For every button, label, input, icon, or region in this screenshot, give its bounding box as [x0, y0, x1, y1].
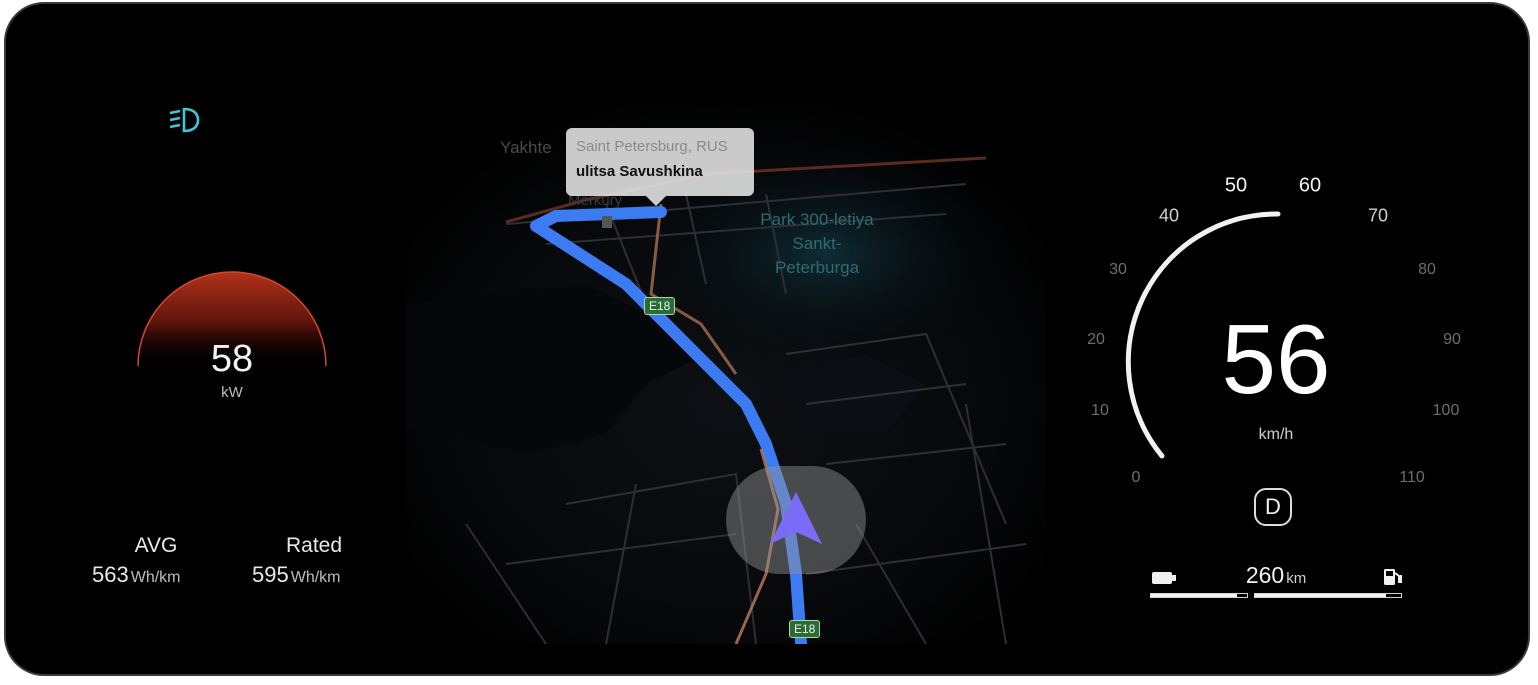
gear-value: D	[1265, 494, 1281, 519]
map-streets	[465, 183, 1027, 645]
avg-unit: Wh/km	[130, 569, 181, 586]
road-shield-e18-top: E18	[644, 297, 676, 315]
park-label: Park 300-letiya Sankt- Peterburga	[742, 208, 892, 280]
low-beam-headlight-icon	[169, 107, 200, 133]
tick-10: 10	[1091, 402, 1109, 419]
park-label-line2: Sankt-	[792, 234, 842, 253]
power-gauge	[134, 270, 330, 370]
tick-50: 50	[1224, 174, 1248, 197]
place-label-yakhta: Yakhte	[500, 138, 552, 157]
callout-street: ulitsa Savushkina	[576, 163, 703, 180]
rated-value: 595	[252, 562, 289, 587]
speedometer-arc	[1106, 194, 1446, 494]
tick-20: 20	[1087, 331, 1105, 348]
tick-30: 30	[1109, 261, 1127, 278]
park-label-line1: Park 300-letiya	[760, 210, 874, 229]
speed-value: 56	[1221, 304, 1331, 414]
road-shield-e18-bottom: E18	[789, 620, 821, 638]
power-unit: kW	[221, 384, 243, 401]
tick-80: 80	[1418, 261, 1436, 278]
battery-icon	[1152, 570, 1178, 586]
avg-label: AVG	[134, 534, 178, 557]
speed-unit: km/h	[1258, 426, 1294, 443]
avg-value: 563	[92, 562, 129, 587]
rated-label: Rated	[285, 534, 343, 557]
range-unit: km	[1286, 570, 1307, 587]
battery-level-bar	[1150, 593, 1248, 598]
power-gauge-arc	[137, 271, 327, 367]
callout-city: Saint Petersburg, RUS	[576, 138, 728, 155]
navigation-arrow-icon	[770, 492, 822, 544]
park-label-line3: Peterburga	[774, 258, 860, 277]
tick-110: 110	[1399, 469, 1425, 486]
gear-indicator: D	[1254, 488, 1292, 526]
place-label-merkury: Merkury	[568, 192, 623, 209]
rated-unit: Wh/km	[290, 569, 341, 586]
speed-arc	[1125, 211, 1281, 459]
tick-90: 90	[1443, 331, 1461, 348]
tick-0: 0	[1131, 469, 1141, 486]
headlight-indicator	[168, 106, 202, 134]
power-value: 58	[210, 338, 254, 380]
fuel-level-bar	[1254, 593, 1402, 598]
tick-70: 70	[1367, 205, 1389, 226]
tick-40: 40	[1158, 205, 1180, 226]
location-callout[interactable]: Saint Petersburg, RUS ulitsa Savushkina	[566, 128, 754, 206]
tick-60: 60	[1298, 174, 1322, 197]
tick-100: 100	[1432, 402, 1460, 419]
fuel-pump-icon	[1382, 567, 1404, 589]
active-route	[530, 206, 807, 650]
range-value: 260	[1245, 562, 1285, 588]
current-position-marker	[726, 466, 866, 574]
